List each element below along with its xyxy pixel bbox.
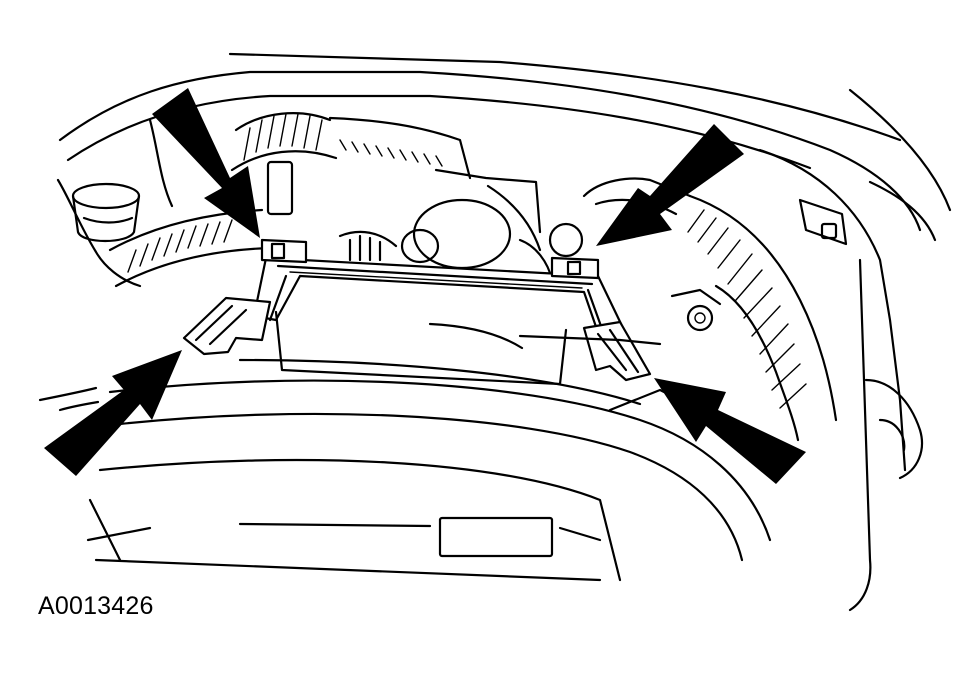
- washer-reservoir: [71, 182, 141, 242]
- arrow-upper-right: [596, 124, 744, 246]
- rear-left-clip: [260, 238, 308, 264]
- callout-arrows: [44, 88, 806, 484]
- arrow-upper-left: [152, 88, 260, 238]
- lower-module: [274, 310, 662, 386]
- engine-components: [266, 116, 692, 282]
- front-right-tab: [582, 320, 652, 382]
- rear-right-clip: [550, 256, 600, 280]
- left-hose-bundle: [56, 112, 338, 288]
- right-fender: [758, 148, 924, 612]
- figure-id-label: A0013426: [38, 592, 154, 620]
- arrow-lower-left: [44, 350, 182, 476]
- front-left-tab: [182, 296, 272, 356]
- arrow-lower-right: [654, 378, 806, 484]
- right-hose-bundle: [670, 194, 838, 442]
- radiator-support: [38, 358, 772, 582]
